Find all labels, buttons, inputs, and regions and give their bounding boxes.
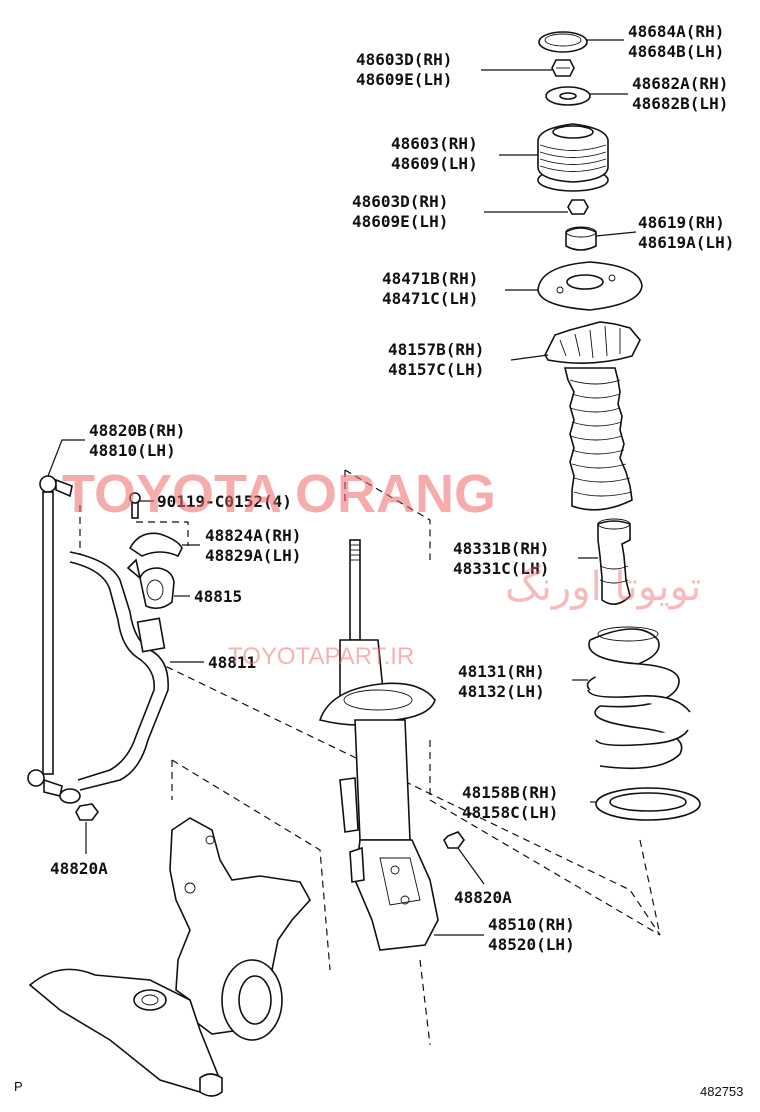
label-48820b: 48820B(RH) xyxy=(89,421,185,440)
label-48603: 48603(RH) xyxy=(391,134,478,153)
spring-upper-seat xyxy=(537,261,643,311)
lower-nut xyxy=(567,199,589,215)
label-48609e-lower: 48609E(LH) xyxy=(352,212,448,231)
label-48829a: 48829A(LH) xyxy=(205,546,301,565)
label-48520: 48520(LH) xyxy=(488,935,575,954)
label-48132: 48132(LH) xyxy=(458,682,545,701)
label-48471c: 48471C(LH) xyxy=(382,289,478,308)
label-48684-lh: 48684B(LH) xyxy=(628,42,724,61)
stabilizer-bar xyxy=(59,551,169,804)
label-48603d-lower: 48603D(RH) xyxy=(352,192,448,211)
label-48811: 48811 xyxy=(208,653,256,672)
spring-upper-insulator-and-boot xyxy=(544,321,641,511)
label-48131: 48131(RH) xyxy=(458,662,545,681)
label-48510: 48510(RH) xyxy=(488,915,575,934)
label-48820a-right: 48820A xyxy=(454,888,512,907)
bound-stopper xyxy=(565,226,597,251)
watermark: TOYOTA ORANG تویوتا اورنگ TOYOTAPART.IR xyxy=(62,464,701,670)
shock-absorber xyxy=(318,539,439,951)
watermark-persian: تویوتا اورنگ xyxy=(505,564,701,610)
label-48619a: 48619A(LH) xyxy=(638,233,734,252)
steering-knuckle xyxy=(169,817,311,1041)
upper-nut xyxy=(551,59,575,77)
leader-lines xyxy=(47,39,637,936)
spring-lower-insulator xyxy=(595,787,701,821)
upper-washer xyxy=(545,86,591,106)
label-48157: 48157B(RH) xyxy=(388,340,484,359)
footer-mark: P xyxy=(14,1079,23,1094)
diagram-number: 482753 xyxy=(700,1084,743,1099)
bushing-bracket xyxy=(126,492,189,581)
watermark-brand: TOYOTA ORANG xyxy=(62,464,496,524)
label-48820a-left: 48820A xyxy=(50,859,108,878)
label-48471: 48471B(RH) xyxy=(382,269,478,288)
part-labels: 48684A(RH) 48684B(LH) 48603D(RH) 48609E(… xyxy=(50,22,734,954)
watermark-site: TOYOTAPART.IR xyxy=(228,643,414,670)
label-48682-lh: 48682B(LH) xyxy=(632,94,728,113)
label-48619: 48619(RH) xyxy=(638,213,725,232)
label-48815: 48815 xyxy=(194,587,242,606)
coil-spring xyxy=(586,626,691,770)
label-48609e: 48609E(LH) xyxy=(356,70,452,89)
stabilizer-bushing xyxy=(139,567,175,610)
lower-arm xyxy=(28,968,223,1097)
link-nut-left xyxy=(75,803,99,821)
label-90119: 90119-C0152(4) xyxy=(157,492,292,511)
label-48684: 48684A(RH) xyxy=(628,22,724,41)
link-nut-right xyxy=(443,831,465,849)
label-48158c: 48158C(LH) xyxy=(462,803,558,822)
label-48157c: 48157C(LH) xyxy=(388,360,484,379)
label-48810: 48810(LH) xyxy=(89,441,176,460)
label-48158b: 48158B(RH) xyxy=(462,783,558,802)
upper-support xyxy=(537,123,609,192)
label-48331c: 48331C(LH) xyxy=(453,559,549,578)
label-48331b: 48331B(RH) xyxy=(453,539,549,558)
label-48609: 48609(LH) xyxy=(391,154,478,173)
label-48824a: 48824A(RH) xyxy=(205,526,301,545)
bumper-stopper xyxy=(597,518,631,605)
dust-cap xyxy=(538,31,588,53)
stabilizer-link xyxy=(27,475,73,797)
label-48682: 48682A(RH) xyxy=(632,74,728,93)
label-48603d: 48603D(RH) xyxy=(356,50,452,69)
